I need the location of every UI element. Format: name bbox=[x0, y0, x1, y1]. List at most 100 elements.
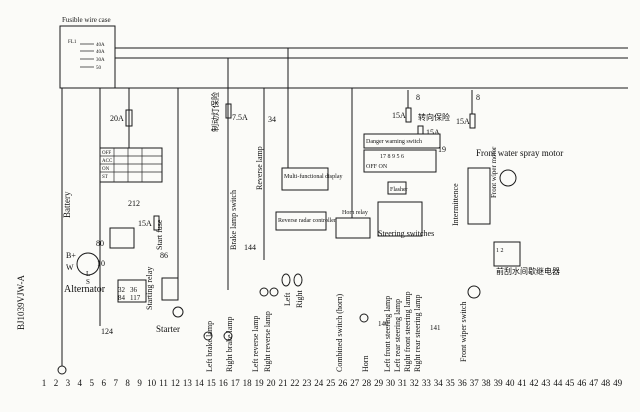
right-reverse-lamp-symbol bbox=[269, 287, 279, 297]
column-number: 46 bbox=[577, 378, 587, 388]
column-number: 19 bbox=[255, 378, 265, 388]
column-number: 21 bbox=[279, 378, 288, 388]
wire-34: 34 bbox=[268, 115, 276, 124]
column-number: 39 bbox=[494, 378, 504, 388]
column-number: 5 bbox=[90, 378, 95, 388]
wire-144: 144 bbox=[244, 243, 256, 252]
reverse-radar-box bbox=[275, 211, 327, 231]
column-number: 16 bbox=[219, 378, 229, 388]
alternator-s: S bbox=[86, 278, 90, 286]
fusible-links bbox=[80, 43, 94, 68]
alternator-10: 10 bbox=[97, 259, 105, 268]
danger-switch-box bbox=[363, 133, 441, 149]
column-number: 31 bbox=[398, 378, 407, 388]
column-number: 22 bbox=[290, 378, 299, 388]
front-wiper-motor-label: Front wiper motor bbox=[490, 146, 498, 198]
steering-switch-box bbox=[377, 201, 423, 237]
reverse-radar-label: Reverse radar controller bbox=[278, 218, 336, 224]
wiper-relay-pins: 1 2 bbox=[496, 248, 504, 254]
fuse-15a-a bbox=[405, 107, 412, 123]
starting-relay-label: Starting relay bbox=[145, 267, 154, 310]
column-number: 1 bbox=[42, 378, 47, 388]
danger-table bbox=[363, 149, 437, 173]
wiper-motor-symbol bbox=[467, 285, 481, 299]
right-sensor-label: Right bbox=[295, 289, 304, 308]
column-number: 42 bbox=[530, 378, 539, 388]
alternator-symbol bbox=[76, 252, 100, 276]
front-wiper-switch-label: Front wiper switch bbox=[459, 302, 468, 362]
fuse-7-5a-label: 7.5A bbox=[232, 113, 248, 122]
wire-140: 140 bbox=[378, 320, 389, 328]
start-fuse-label: Start fuse bbox=[155, 219, 164, 250]
flasher-box bbox=[387, 181, 407, 195]
column-number: 33 bbox=[422, 378, 432, 388]
ign-row-on: ON bbox=[102, 167, 110, 172]
ignition-grid bbox=[100, 148, 162, 182]
column-number: 28 bbox=[362, 378, 372, 388]
right-rear-steering-label: Right rear steering lamp bbox=[413, 294, 422, 372]
column-number: 11 bbox=[159, 378, 168, 388]
column-number: 4 bbox=[78, 378, 83, 388]
column-number: 48 bbox=[601, 378, 611, 388]
starter-motor bbox=[172, 306, 184, 318]
column-number: 7 bbox=[113, 378, 118, 388]
left-rear-steering-label: Left rear steering lamp bbox=[393, 299, 402, 372]
fuse-15a-start bbox=[153, 215, 160, 231]
wire-141: 141 bbox=[430, 324, 441, 332]
battery-label: Battery bbox=[62, 191, 72, 218]
brake-switch-label: Brake lamp switch bbox=[229, 190, 238, 250]
column-number: 30 bbox=[386, 378, 396, 388]
wire-86: 86 bbox=[160, 251, 168, 260]
diagram-title: BJ1039VJW-A bbox=[16, 274, 26, 330]
column-number: 26 bbox=[338, 378, 348, 388]
fusible-wire-case bbox=[59, 25, 116, 89]
left-brake-lamp-symbol bbox=[203, 331, 213, 341]
wire-19: 19 bbox=[438, 145, 446, 154]
column-number: 18 bbox=[243, 378, 253, 388]
starting-relay bbox=[117, 279, 147, 303]
column-number: 20 bbox=[267, 378, 277, 388]
fuse-15a-b-label: 15A bbox=[426, 128, 440, 137]
wiper-switch-box bbox=[467, 167, 491, 225]
ground-symbol bbox=[57, 365, 67, 375]
column-number: 49 bbox=[613, 378, 623, 388]
column-number: 38 bbox=[482, 378, 492, 388]
danger-cols: 17 8 9 5 6 bbox=[380, 154, 404, 160]
column-number: 45 bbox=[565, 378, 575, 388]
column-number: 8 bbox=[125, 378, 130, 388]
horn-relay-label: Horn relay bbox=[342, 210, 368, 216]
column-number: 35 bbox=[446, 378, 456, 388]
left-front-steering-label: Left front steering lamp bbox=[383, 296, 392, 372]
column-number: 25 bbox=[326, 378, 336, 388]
left-brake-lamp-label: Left brake lamp bbox=[205, 321, 214, 372]
fuse-15a-c bbox=[469, 113, 476, 129]
left-sensor bbox=[281, 273, 291, 287]
wire-8b: 8 bbox=[476, 93, 480, 102]
wire-212: 212 bbox=[128, 199, 140, 208]
spray-motor-symbol bbox=[499, 169, 517, 187]
right-reverse-lamp-label: Right reverse lamp bbox=[263, 311, 272, 372]
left-reverse-lamp-label: Left reverse lamp bbox=[251, 316, 260, 372]
ign-row-off: OFF bbox=[102, 151, 111, 156]
fuse-40a-1: 40A bbox=[96, 43, 105, 48]
column-number: 34 bbox=[434, 378, 444, 388]
column-number: 23 bbox=[302, 378, 312, 388]
fuse-15a-start-label: 15A bbox=[138, 219, 152, 228]
column-number: 2 bbox=[54, 378, 59, 388]
fuse-50: 50 bbox=[96, 66, 102, 71]
front-water-spray-label: Front water spray motor bbox=[476, 148, 563, 158]
multi-display-box bbox=[281, 167, 329, 191]
wire-117: 117 bbox=[130, 294, 141, 302]
column-number: 9 bbox=[137, 378, 142, 388]
flasher-label: Flasher bbox=[390, 187, 408, 193]
alternator-l: L bbox=[86, 270, 90, 278]
ign-row-st: ST bbox=[102, 175, 108, 180]
alternator-label: Alternator bbox=[64, 284, 106, 295]
wire-124: 124 bbox=[101, 327, 113, 336]
fuse-30a: 30A bbox=[96, 58, 105, 63]
right-front-steering-label: Right front steering lamp bbox=[403, 291, 412, 372]
wiper-relay-cn: 前刮水间歇继电器 bbox=[496, 266, 560, 276]
fuse-40a-2: 40A bbox=[96, 50, 105, 55]
